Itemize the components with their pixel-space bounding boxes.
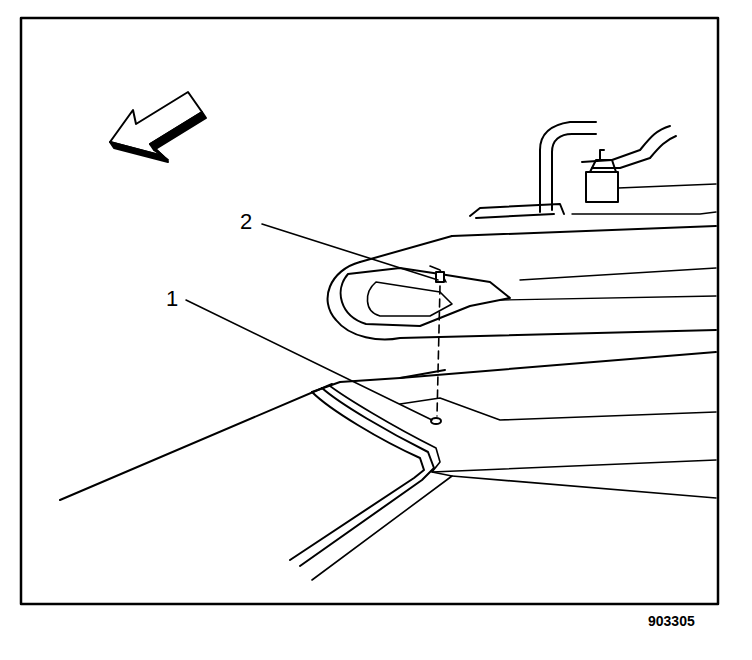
direction-arrow bbox=[110, 92, 206, 162]
hole bbox=[431, 418, 441, 424]
figure-number: 903305 bbox=[648, 614, 695, 628]
frame-border bbox=[21, 18, 718, 604]
duct-assembly bbox=[328, 204, 716, 339]
install-line bbox=[437, 286, 440, 416]
callout-number: 2 bbox=[240, 211, 252, 233]
body-panel bbox=[60, 352, 716, 580]
leader-line bbox=[262, 224, 438, 280]
pipes bbox=[540, 122, 716, 214]
callout-number: 1 bbox=[166, 288, 178, 310]
leader-line bbox=[186, 300, 432, 420]
